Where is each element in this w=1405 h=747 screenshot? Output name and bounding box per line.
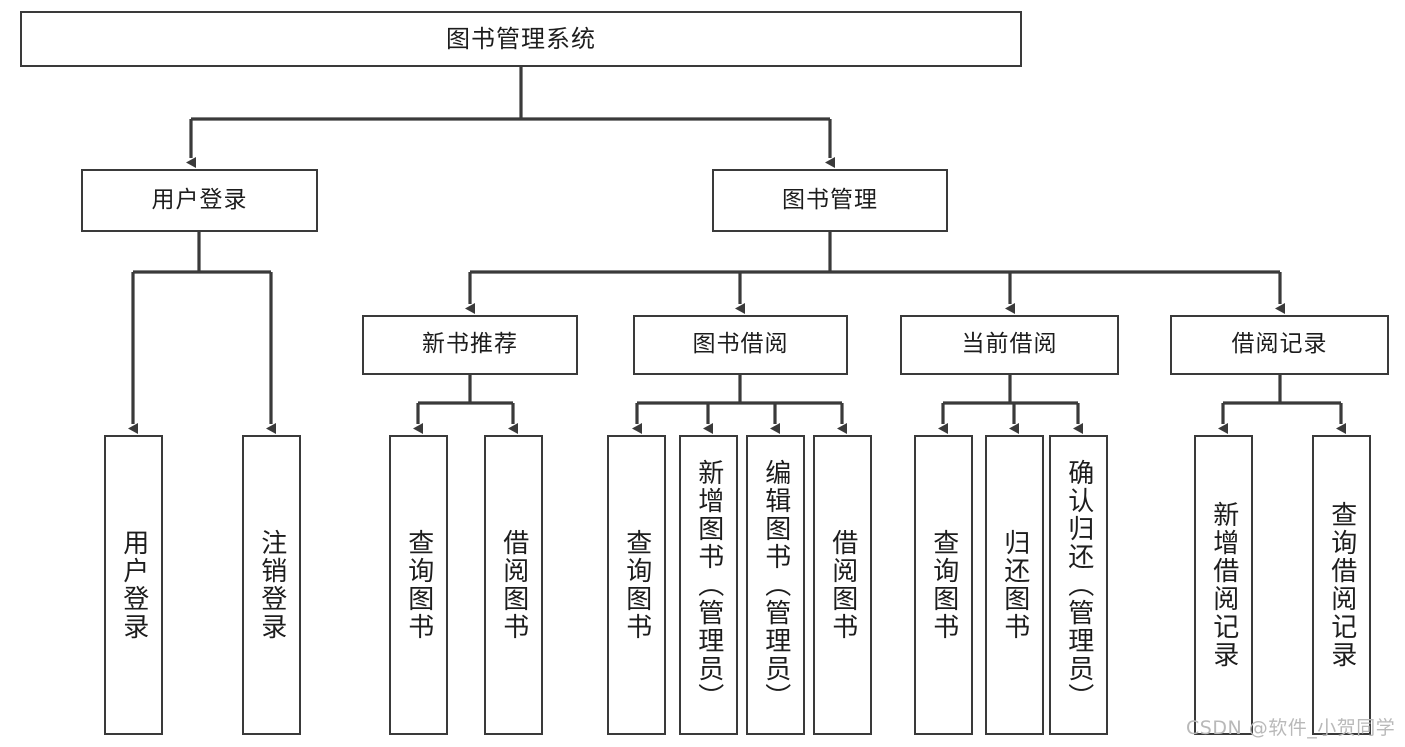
watermark-text: CSDN @软件_小贺同学 bbox=[1186, 717, 1396, 739]
node-label: 查询图书 bbox=[621, 529, 652, 641]
node-new-book-recommend[interactable]: 新书推荐 bbox=[362, 315, 578, 375]
node-label: 新增借阅记录 bbox=[1208, 501, 1239, 669]
node-label: 新增图书（管理员） bbox=[693, 459, 724, 711]
node-current-borrow[interactable]: 当前借阅 bbox=[900, 315, 1119, 375]
node-user-login[interactable]: 用户登录 bbox=[81, 169, 318, 232]
leaf-query-book-current[interactable]: 查询图书 bbox=[914, 435, 973, 735]
leaf-add-borrow-record[interactable]: 新增借阅记录 bbox=[1194, 435, 1253, 735]
leaf-add-book[interactable]: 新增图书（管理员） bbox=[679, 435, 738, 735]
leaf-borrow-book[interactable]: 借阅图书 bbox=[813, 435, 872, 735]
node-label: 确认归还（管理员） bbox=[1063, 459, 1094, 711]
node-label: 借阅图书 bbox=[827, 529, 858, 641]
leaf-borrow-book-recommend[interactable]: 借阅图书 bbox=[484, 435, 543, 735]
node-book-management[interactable]: 图书管理 bbox=[712, 169, 948, 232]
node-label: 图书借阅 bbox=[692, 331, 789, 358]
leaf-query-borrow-record[interactable]: 查询借阅记录 bbox=[1312, 435, 1371, 735]
leaf-query-book-recommend[interactable]: 查询图书 bbox=[389, 435, 448, 735]
leaf-query-book-borrow[interactable]: 查询图书 bbox=[607, 435, 666, 735]
node-label: 查询图书 bbox=[403, 529, 434, 641]
node-label: 查询借阅记录 bbox=[1326, 501, 1357, 669]
node-label: 图书管理系统 bbox=[446, 24, 596, 53]
leaf-edit-book[interactable]: 编辑图书（管理员） bbox=[746, 435, 805, 735]
node-label: 图书管理 bbox=[782, 186, 878, 213]
node-label: 归还图书 bbox=[999, 529, 1030, 641]
node-label: 当前借阅 bbox=[961, 331, 1058, 358]
node-borrow-record[interactable]: 借阅记录 bbox=[1170, 315, 1389, 375]
node-label: 借阅记录 bbox=[1231, 331, 1328, 358]
leaf-user-login[interactable]: 用户登录 bbox=[104, 435, 163, 735]
node-book-borrow[interactable]: 图书借阅 bbox=[633, 315, 848, 375]
node-label: 新书推荐 bbox=[422, 331, 518, 358]
node-root-book-management-system[interactable]: 图书管理系统 bbox=[20, 11, 1022, 67]
node-label: 编辑图书（管理员） bbox=[760, 459, 791, 711]
node-label: 借阅图书 bbox=[498, 529, 529, 641]
node-label: 注销登录 bbox=[256, 529, 287, 641]
leaf-return-book[interactable]: 归还图书 bbox=[985, 435, 1044, 735]
leaf-user-logout[interactable]: 注销登录 bbox=[242, 435, 301, 735]
leaf-confirm-return[interactable]: 确认归还（管理员） bbox=[1049, 435, 1108, 735]
node-label: 查询图书 bbox=[928, 529, 959, 641]
node-label: 用户登录 bbox=[118, 529, 149, 641]
node-label: 用户登录 bbox=[151, 186, 248, 213]
